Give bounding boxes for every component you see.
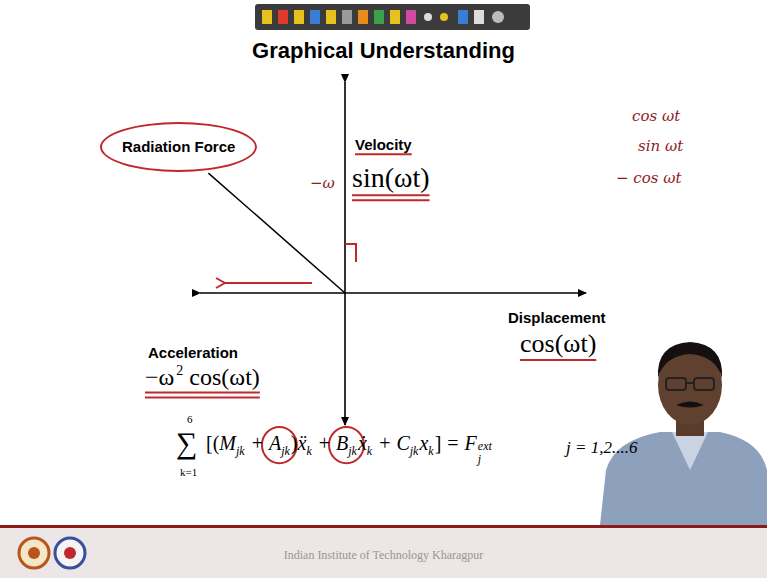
formula-part: ] — [435, 432, 442, 454]
axis-name: Velocity — [355, 136, 412, 153]
slide-title: Graphical Understanding — [252, 38, 515, 63]
axis-name: Acceleration — [148, 344, 238, 361]
formula-part: k — [428, 445, 433, 458]
red-annotations — [224, 244, 356, 283]
sum-symbol: ∑ — [176, 426, 197, 461]
formula-part: k — [306, 445, 311, 458]
formula-part: j — [478, 453, 492, 466]
formula-part: cos(ωt) — [189, 364, 259, 390]
acceleration-formula: −ω2 cos(ωt) — [145, 364, 260, 390]
formula-part: B — [336, 432, 348, 454]
title-row: Graphical Understanding — [0, 38, 767, 64]
formula-part: k — [367, 445, 372, 458]
formula-part: ẋ — [358, 432, 367, 454]
formula-part: F — [465, 432, 477, 454]
red-circle — [262, 427, 297, 463]
displacement-formula: cos(ωt) — [520, 329, 596, 359]
footer-text: Indian Institute of Technology Kharagpur — [284, 548, 484, 562]
footer — [0, 525, 767, 578]
red-underline — [520, 359, 596, 361]
formula-part: = — [447, 432, 458, 454]
sup-sub-stack: extj — [478, 440, 492, 466]
red-underline — [355, 153, 412, 155]
toolbar — [255, 4, 530, 30]
formula-part: x — [419, 432, 428, 454]
formula-part: + — [252, 432, 263, 454]
formula-part: A — [269, 432, 281, 454]
formula-part: ext — [478, 440, 492, 453]
formula-part: jk — [281, 445, 290, 458]
handwritten-note: − cos ωt — [616, 170, 682, 187]
handwritten-note: cos ωt — [632, 108, 680, 125]
red-underline — [352, 199, 430, 201]
formula-part: 2 — [176, 363, 183, 378]
formula-part: jk — [236, 445, 245, 458]
formula-part: M — [219, 432, 236, 454]
index-range: j = 1,2....6 — [566, 438, 637, 458]
lecturer-photo — [600, 342, 767, 525]
formula-part: jk — [410, 445, 419, 458]
circled-label-ellipse: Radiation Force — [100, 122, 257, 172]
formula-part: C — [396, 432, 409, 454]
red-underline — [352, 194, 430, 196]
formula-part: −ω — [145, 364, 174, 390]
handwritten-note: sin ωt — [638, 138, 683, 155]
handwritten-note: −ω — [310, 175, 335, 192]
formula-part: [( — [206, 432, 219, 454]
formula-part: + — [379, 432, 390, 454]
equation-of-motion: [(Mjk+Ajk)ẍk+Bjkẋk+Cjkxk]=Fextj — [206, 432, 492, 466]
radiation-force-vector — [208, 173, 345, 293]
formula-part: ẍ — [298, 432, 307, 454]
red-underline — [145, 396, 260, 398]
sum-limit: k=1 — [180, 466, 197, 479]
formula-part: jk — [348, 445, 357, 458]
axis-name: Displacement — [508, 309, 606, 326]
formula-part: ) — [291, 432, 298, 454]
red-underline — [145, 391, 260, 393]
formula-part: + — [319, 432, 330, 454]
sum-limit: 6 — [187, 413, 193, 426]
footer-row: Indian Institute of Technology Kharagpur — [0, 545, 767, 563]
velocity-formula: sin(ωt) — [352, 162, 430, 194]
node-text: Radiation Force — [122, 138, 235, 155]
